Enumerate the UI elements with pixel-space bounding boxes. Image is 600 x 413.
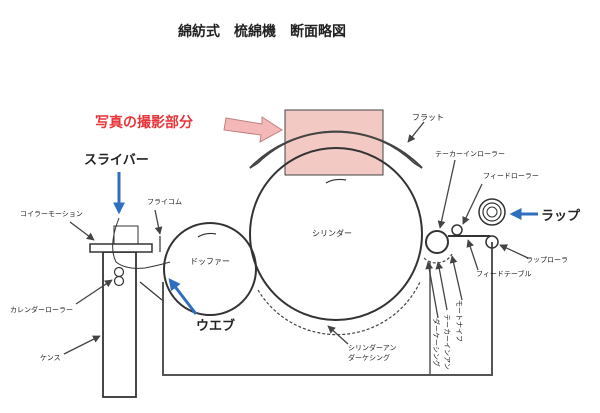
lap-roller <box>485 235 499 249</box>
calender-roller-bottom <box>113 275 125 287</box>
label-flat: フラット <box>412 113 444 122</box>
label-cylinder: シリンダー <box>312 228 352 238</box>
label-taker-in-undercasing-2: ダーケーシング <box>432 318 441 367</box>
machine-frame <box>162 242 493 376</box>
lap-outer <box>478 198 506 226</box>
arrow-trumpet <box>154 209 163 235</box>
web-guide <box>139 281 163 301</box>
coiler-head <box>89 243 153 253</box>
arrow-feed-table <box>466 239 479 271</box>
arrow-lap-roller <box>499 244 529 259</box>
label-web: ウエブ <box>196 318 235 334</box>
arrow-can <box>63 335 101 355</box>
lap-middle <box>482 202 502 222</box>
flat-arc-end-left <box>249 162 259 169</box>
arrow-coiler-motion <box>69 221 95 241</box>
flat-arc-inner <box>257 130 415 164</box>
cylinder-rotation-mark <box>325 178 347 184</box>
doffer <box>163 222 257 316</box>
label-lap: ラップ <box>541 209 581 224</box>
cylinder <box>249 147 423 321</box>
label-cylinder-undercasing-2: ダーケシング <box>348 353 390 362</box>
label-feed-roller: フィードローラー <box>483 172 539 180</box>
arrow-flat <box>407 121 425 143</box>
label-cylinder-undercasing-1: シリンダーアン <box>348 343 396 352</box>
arrow-cylinder-undercasing <box>327 325 349 345</box>
sliver-path <box>112 217 171 269</box>
taker-in-undercasing <box>423 253 453 264</box>
arrow-taker-in-roller <box>437 159 456 229</box>
label-mote-knife: モートナイフ <box>455 300 463 342</box>
label-trumpet: フライコム <box>147 198 182 206</box>
cylinder-undercasing <box>257 281 421 336</box>
coiler-top-plate <box>113 225 139 245</box>
lap-inner <box>486 206 498 218</box>
arrow-feed-roller <box>462 183 483 225</box>
arrow-taker-in-undercasing-b <box>425 261 439 319</box>
arrow-mote-knife <box>449 255 463 301</box>
page-title: 綿紡式 梳綿機 断面略図 <box>178 23 346 40</box>
label-taker-in-undercasing-1: テーカーインアン <box>443 314 451 370</box>
flat-arc-end-right <box>413 162 423 169</box>
label-sliver: スライバー <box>84 153 149 168</box>
label-can: ケンス <box>40 354 61 362</box>
label-calender-roller: カレンダーローラー <box>10 305 73 314</box>
calender-roller-top <box>113 266 125 278</box>
label-coiler-motion: コイラーモーション <box>20 210 83 218</box>
arrow-calender-roller <box>75 279 113 305</box>
taker-in-roller <box>425 230 449 254</box>
arrow-web <box>168 278 198 315</box>
highlight-label: 写真の撮影部分 <box>95 114 193 131</box>
label-taker-in-roller: テーカーインローラー <box>435 150 505 158</box>
label-lap-roller: ラップローラ <box>526 256 568 264</box>
label-feed-table: フィードテーブル <box>476 269 531 278</box>
highlight-arrow <box>223 116 283 143</box>
feed-roller <box>451 224 463 236</box>
label-doffer: ドッファー <box>190 257 230 266</box>
doffer-rotation-mark <box>197 232 217 238</box>
arrow-taker-in-undercasing-a <box>435 261 448 311</box>
photographed-region <box>284 109 384 176</box>
